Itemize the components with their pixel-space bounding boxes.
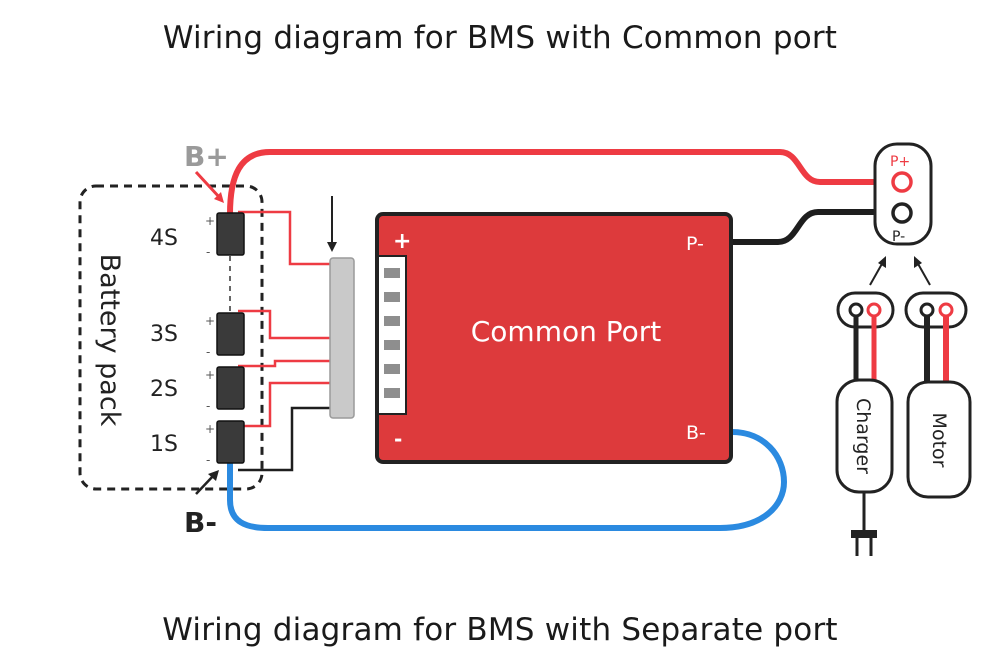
motor-plug	[904, 291, 968, 329]
cell-1s	[216, 420, 245, 464]
cell-label-2s: 2S	[150, 377, 178, 402]
motor-body	[906, 380, 972, 499]
port-p-plus-label: P+	[890, 154, 910, 170]
balance-wire-negative	[238, 406, 332, 472]
balance-wire-3s	[238, 309, 332, 340]
cell-1s-minus: -	[206, 453, 210, 467]
charger-to-port-arrow	[869, 261, 884, 286]
cell-label-4s: 4S	[150, 226, 178, 251]
diagram-title-bottom: Wiring diagram for BMS with Separate por…	[162, 612, 838, 648]
bplus-arrowhead	[214, 192, 224, 203]
balance-wire-1s	[238, 381, 332, 428]
bminus-label: B-	[184, 506, 217, 539]
charger-plug	[836, 291, 895, 329]
socket-pins	[384, 268, 400, 398]
motor-to-port-arrowhead	[914, 256, 922, 268]
cell-2s	[216, 366, 245, 410]
board-socket	[377, 255, 407, 415]
balance-wire-2s	[238, 359, 332, 368]
bplus-arrow	[194, 170, 222, 200]
cell-4s	[216, 212, 245, 256]
motor-plug-positive	[938, 302, 954, 318]
port-p-minus-terminal	[891, 202, 913, 224]
motor-plug-negative	[919, 302, 935, 318]
bminus-arrowhead	[208, 470, 219, 481]
board-p-minus-label: P-	[686, 233, 704, 255]
cell-2s-plus: +	[205, 368, 215, 382]
cell-3s-plus: +	[205, 314, 215, 328]
board-minus-label: -	[394, 427, 402, 451]
cell-3s	[216, 312, 245, 356]
charger-label: Charger	[852, 398, 874, 474]
cell-1s-plus: +	[205, 422, 215, 436]
cell-label-1s: 1S	[150, 432, 178, 457]
board-title: Common Port	[471, 315, 662, 348]
p-minus-wire	[732, 209, 898, 245]
board-plus-label: +	[393, 229, 411, 254]
b-minus-wire	[227, 429, 788, 531]
bminus-arrow	[195, 474, 215, 495]
charger-plug-negative	[848, 302, 864, 318]
charger-plug-positive	[866, 302, 882, 318]
balance-connector	[329, 257, 355, 419]
main-positive-wire	[227, 149, 898, 215]
cell-label-3s: 3S	[150, 322, 178, 347]
battery-pack-label: Battery pack	[94, 254, 125, 427]
battery-pack-outline	[78, 184, 264, 491]
cell-4s-plus: +	[205, 214, 215, 228]
balance-wire-4s	[238, 210, 332, 266]
connector-arrowhead	[327, 242, 337, 252]
motor-to-port-arrow	[916, 261, 931, 286]
diagram-title-top: Wiring diagram for BMS with Common port	[162, 20, 838, 56]
cell-2s-minus: -	[206, 399, 210, 413]
cell-3s-minus: -	[206, 345, 210, 359]
motor-label: Motor	[928, 413, 950, 468]
output-port	[873, 142, 933, 246]
bplus-label: B+	[184, 140, 229, 173]
charger-mains-plug	[851, 530, 877, 538]
board-b-minus-label: B-	[686, 422, 706, 444]
port-p-plus-terminal	[891, 171, 913, 193]
port-p-minus-label: P-	[892, 229, 905, 245]
cell-4s-minus: -	[206, 245, 210, 259]
charger-to-port-arrowhead	[878, 256, 886, 268]
